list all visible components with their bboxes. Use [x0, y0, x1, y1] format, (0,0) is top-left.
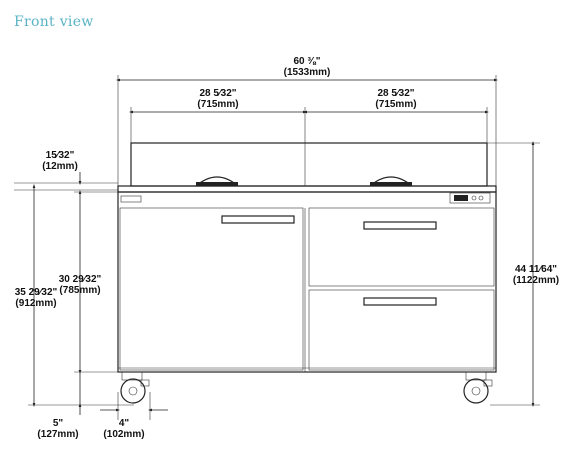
bottom-drawer	[308, 289, 495, 371]
label-overall-width-mm: (1533mm)	[284, 67, 331, 78]
label-caster-height: 5"	[53, 418, 64, 429]
top-drawer	[308, 207, 495, 287]
label-total-height-right: 44 11⁄64"	[515, 264, 557, 275]
lid-handle-left-base	[196, 182, 238, 186]
label-half-left: 28 5⁄32"	[200, 88, 237, 99]
label-half-right-mm: (715mm)	[375, 99, 416, 110]
label-caster-width: 4"	[119, 418, 130, 429]
label-half-left-mm: (715mm)	[197, 99, 238, 110]
label-half-right: 28 5⁄32"	[378, 88, 415, 99]
label-cabinet-height-mm: (785mm)	[59, 285, 100, 296]
brand-logo	[120, 195, 142, 203]
label-top-offset-mm: (12mm)	[42, 161, 78, 172]
left-door	[119, 207, 304, 371]
label-total-height-right-mm: (1122mm)	[513, 275, 559, 286]
dim-top-offset	[14, 172, 118, 191]
dim-half-widths	[129, 107, 489, 143]
bottom-drawer-handle	[363, 297, 437, 306]
dim-total-height-right	[487, 141, 540, 407]
label-overall-width: 60 ⅜"	[294, 56, 321, 67]
door-handle	[221, 215, 295, 224]
top-drawer-handle	[363, 221, 437, 230]
dim-cabinet-height	[74, 190, 118, 374]
cabinet-outline	[117, 185, 497, 373]
label-total-height-left-mm: (912mm)	[15, 298, 56, 309]
label-caster-height-mm: (127mm)	[37, 429, 78, 440]
label-cabinet-height: 30 29⁄32"	[59, 274, 102, 285]
lid-handle-right-base	[370, 182, 412, 186]
caster-right	[463, 371, 493, 404]
control-panel	[449, 192, 491, 204]
dim-caster-width	[100, 392, 168, 420]
section-heading: Front view	[14, 14, 94, 30]
label-caster-width-mm: (102mm)	[103, 429, 144, 440]
label-top-offset: 15⁄32"	[46, 150, 75, 161]
rail-cover	[130, 142, 488, 187]
label-total-height-left: 35 29⁄32"	[15, 287, 58, 298]
dim-overall-width	[116, 75, 498, 186]
caster-left	[120, 371, 150, 404]
